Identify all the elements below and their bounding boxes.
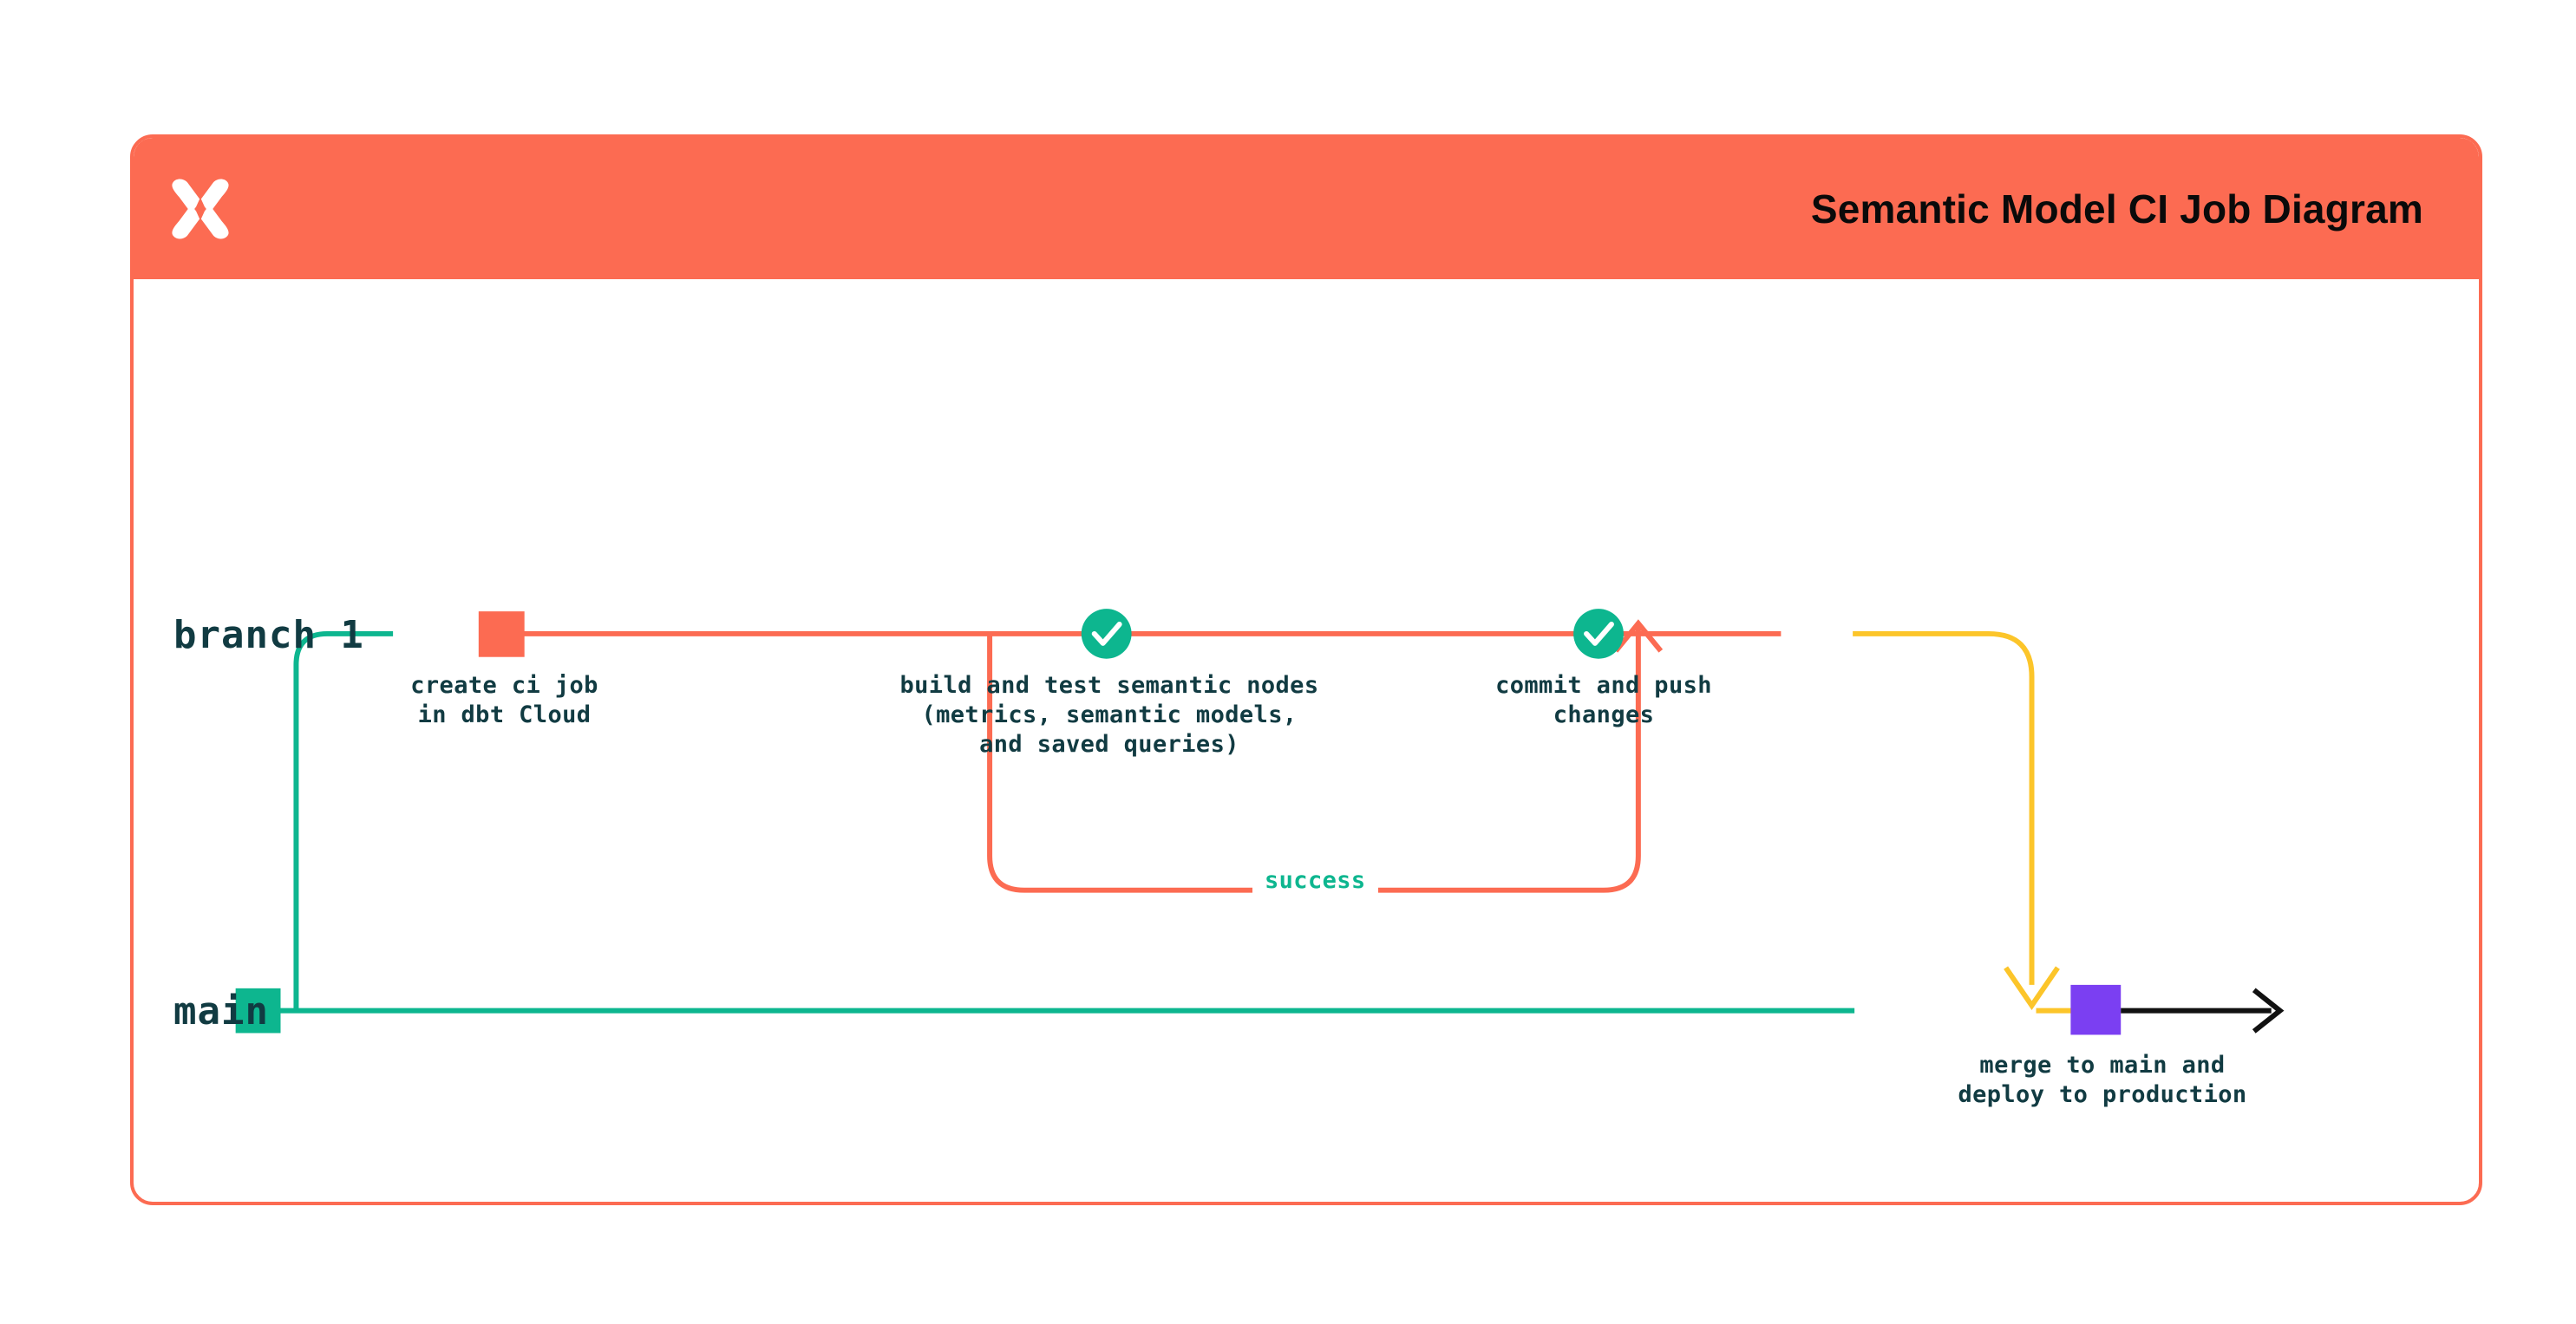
edge-label-success: success bbox=[1252, 865, 1378, 897]
merge-to-main-line bbox=[1853, 630, 2035, 985]
branch-1-origin-line bbox=[293, 630, 394, 1011]
commit-and-push-marker[interactable] bbox=[1573, 609, 1624, 659]
main-continues-arrow bbox=[2121, 988, 2285, 1034]
branch-label-main: main bbox=[173, 989, 269, 1034]
build-and-test-marker[interactable] bbox=[1081, 609, 1132, 659]
card-header: Semantic Model CI Job Diagram bbox=[134, 138, 2479, 279]
node-label-commit-and-push: commit and push changes bbox=[1495, 672, 1712, 729]
diagram-canvas: branch 1 main create ci job in dbt Cloud… bbox=[134, 279, 2479, 1202]
success-loop-arrow-head-icon bbox=[1613, 619, 1664, 653]
main-branch-marker bbox=[235, 988, 281, 1034]
node-label-merge-to-main: merge to main and deploy to production bbox=[1958, 1052, 2247, 1109]
diagram-card: Semantic Model CI Job Diagram bbox=[130, 134, 2482, 1205]
node-label-create-ci-job: create ci job in dbt Cloud bbox=[410, 672, 598, 729]
arrow-head-icon bbox=[2252, 988, 2285, 1034]
page-title: Semantic Model CI Job Diagram bbox=[1810, 186, 2423, 232]
check-icon bbox=[1584, 622, 1614, 646]
dbt-logo-icon bbox=[172, 179, 229, 238]
check-icon bbox=[1091, 622, 1122, 646]
merge-arrow-head-icon bbox=[2004, 966, 2060, 1010]
create-ci-job-marker[interactable] bbox=[478, 611, 525, 657]
branch-label-branch-1: branch 1 bbox=[173, 613, 364, 657]
merge-to-main-marker[interactable] bbox=[2070, 984, 2122, 1035]
node-label-build-and-test: build and test semantic nodes (metrics, … bbox=[899, 672, 1319, 759]
